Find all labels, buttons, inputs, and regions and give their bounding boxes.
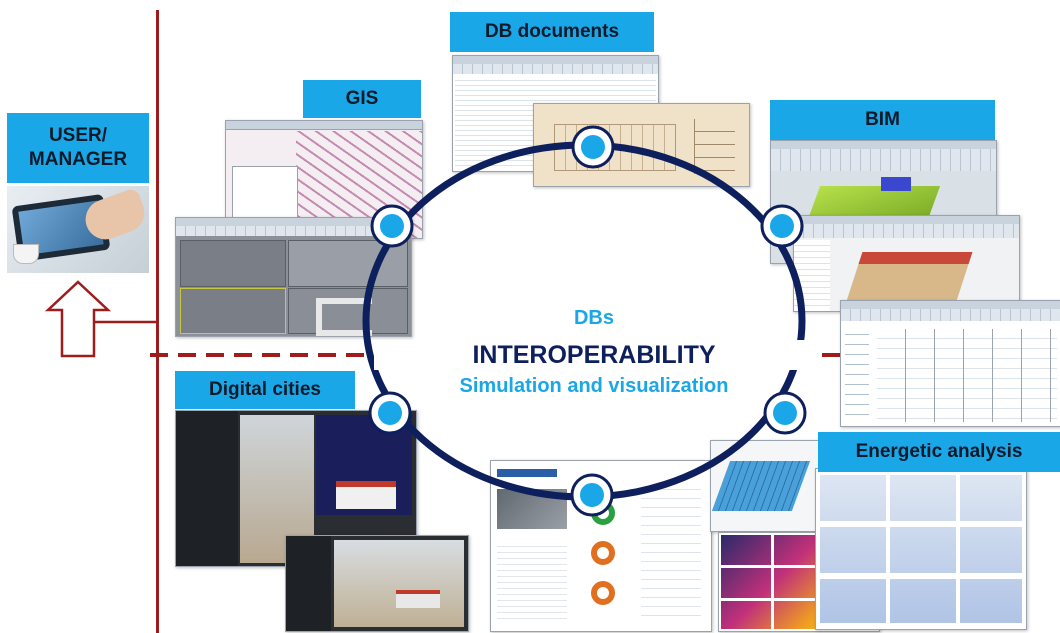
bim-building-screenshot	[793, 215, 1020, 312]
user-manager-line2: MANAGER	[28, 149, 128, 170]
digital-cities-label: Digital cities	[175, 371, 355, 409]
tablet-photo	[7, 186, 149, 273]
node-bim	[760, 204, 804, 248]
node-energetic-analysis	[763, 391, 807, 435]
simulation-visualization-label: Simulation and visualization	[459, 375, 729, 397]
user-manager-line1: USER/	[48, 125, 108, 146]
energy-charts-screenshot	[815, 468, 1027, 630]
bim-label: BIM	[770, 100, 995, 140]
energetic-analysis-label: Energetic analysis	[818, 432, 1060, 472]
node-digital-cities	[368, 391, 412, 435]
db-documents-label: DB documents	[450, 12, 654, 52]
node-gis	[370, 204, 414, 248]
up-arrow	[44, 280, 156, 358]
dbs-label: DBs	[573, 307, 614, 329]
bim-database-screenshot	[840, 300, 1060, 427]
digital-cities-scene-screenshot	[285, 535, 469, 632]
node-energy-report	[570, 473, 614, 517]
user-manager-label: USER/ MANAGER	[7, 113, 149, 183]
coffee-cup	[13, 244, 39, 264]
interoperability-label: INTEROPERABILITY	[374, 340, 814, 370]
node-db-documents	[571, 125, 615, 169]
vertical-divider	[156, 10, 159, 633]
gis-label: GIS	[303, 80, 421, 118]
